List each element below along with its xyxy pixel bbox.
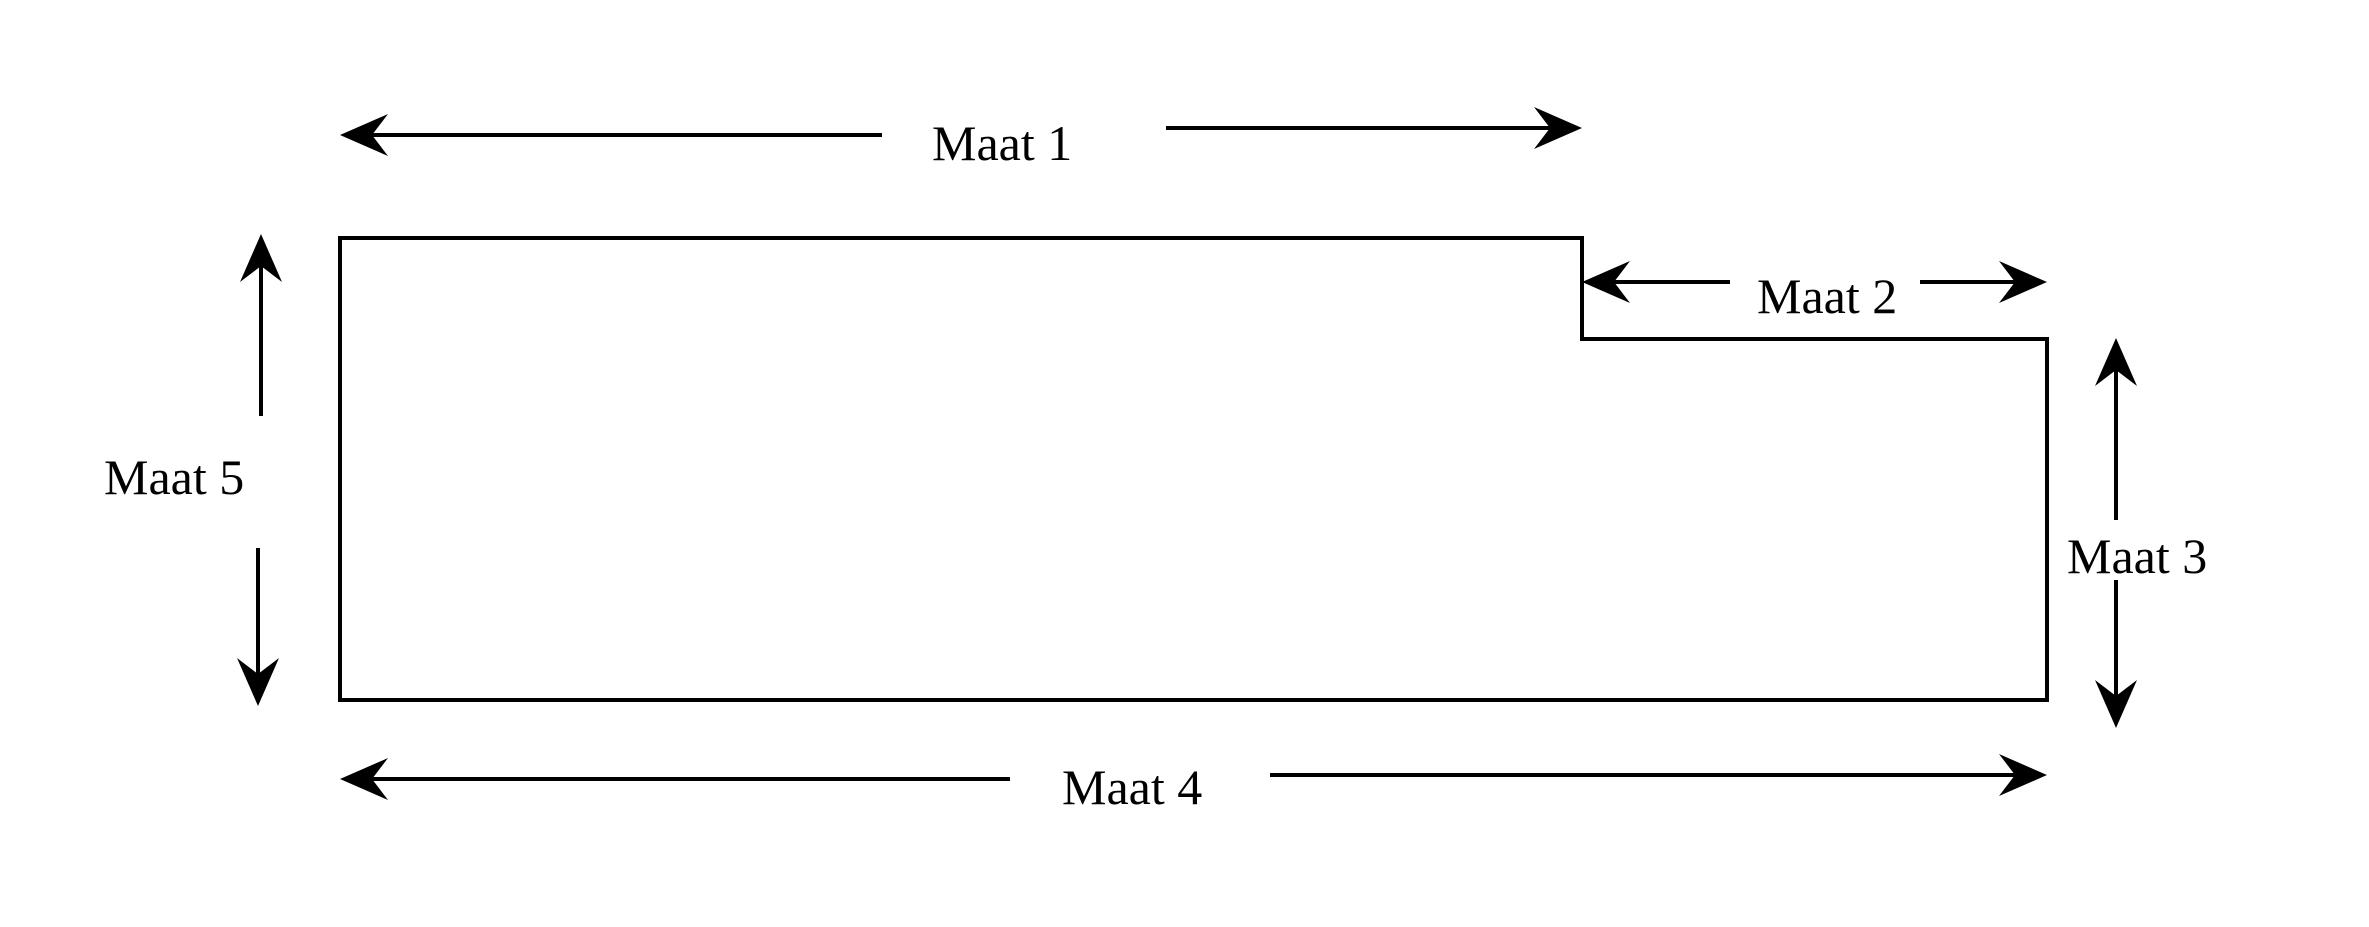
dimension-maat-1: Maat 1 — [340, 107, 1582, 171]
maat-1-label: Maat 1 — [932, 115, 1072, 171]
maat-1-arrow-left-icon — [340, 114, 388, 156]
maat-4-arrow-right-icon — [1999, 754, 2047, 796]
maat-4-arrow-left-icon — [340, 758, 388, 800]
maat-3-arrow-down-icon — [2095, 680, 2137, 728]
maat-2-label: Maat 2 — [1757, 268, 1897, 324]
dimension-maat-5: Maat 5 — [104, 234, 282, 706]
maat-2-arrow-left-icon — [1582, 261, 1630, 303]
maat-5-label: Maat 5 — [104, 449, 244, 505]
shape-outline — [338, 236, 2049, 702]
maat-4-label: Maat 4 — [1062, 759, 1202, 815]
maat-3-arrow-up-icon — [2095, 338, 2137, 386]
maat-5-arrow-down-icon — [237, 658, 279, 706]
dimension-maat-2: Maat 2 — [1582, 261, 2047, 324]
maat-5-arrow-up-icon — [240, 234, 282, 282]
dimension-maat-3: Maat 3 — [2067, 338, 2207, 728]
maat-2-arrow-right-icon — [1999, 261, 2047, 303]
maat-1-arrow-right-icon — [1534, 107, 1582, 149]
maat-3-label: Maat 3 — [2067, 528, 2207, 584]
dimension-maat-4: Maat 4 — [340, 754, 2047, 815]
